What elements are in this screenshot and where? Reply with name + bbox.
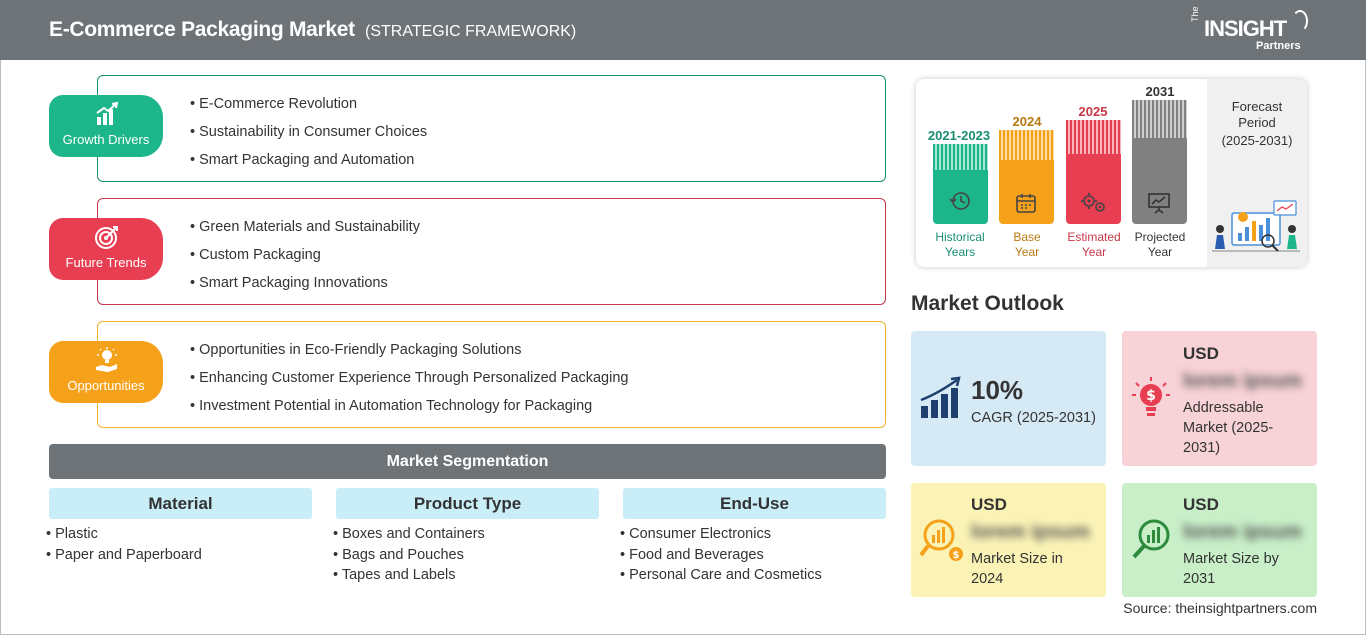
size2031-usd: USD <box>1183 495 1219 514</box>
list-item: • Investment Potential in Automation Tec… <box>190 398 593 414</box>
logo-arc-icon <box>1292 10 1308 32</box>
logo-partners: Partners <box>1256 40 1301 52</box>
logo-the: The <box>1190 6 1200 22</box>
dollar-magnifier-icon: $ <box>919 519 963 561</box>
target-icon <box>95 226 118 249</box>
timeline-year-base: 2024 <box>1012 114 1042 129</box>
forecast-period: (2025-2031) <box>1221 133 1293 148</box>
market-outlook-title: Market Outlook <box>911 292 1064 315</box>
future-trends-list: • Green Materials and Sustainability • C… <box>190 219 420 303</box>
logo-insight: INSIGHT <box>1204 16 1287 41</box>
chart-magnifier-icon <box>1132 519 1170 559</box>
list-item: • Boxes and Containers <box>333 526 485 542</box>
list-item: • Sustainability in Consumer Choices <box>190 124 428 140</box>
size2024-value: lorem ipsum <box>971 521 1090 543</box>
cagr-label: CAGR (2025-2031) <box>971 410 1096 426</box>
list-item: • Smart Packaging and Automation <box>190 152 415 168</box>
cagr-value: 10% <box>971 375 1024 405</box>
analytics-team-illustration-icon <box>1212 200 1300 252</box>
timeline-bar-historical <box>933 144 988 224</box>
size2024-usd: USD <box>971 495 1007 514</box>
growth-bar-chart-icon <box>920 376 961 418</box>
future-trends-badge: Future Trends <box>49 218 163 280</box>
segment-header: End-Use <box>623 488 886 519</box>
list-item: • Tapes and Labels <box>333 567 456 583</box>
list-item: • Enhancing Customer Experience Through … <box>190 370 629 386</box>
timeline-year-historical: 2021-2023 <box>927 128 991 143</box>
segment-product-type: Product Type • Boxes and Containers • Ba… <box>333 488 599 587</box>
insight-partners-logo[interactable]: The INSIGHT Partners <box>1190 6 1310 54</box>
segment-header: Material <box>49 488 312 519</box>
segment-end-use: End-Use • Consumer Electronics • Food an… <box>620 488 886 587</box>
growth-drivers-label: Growth Drivers <box>62 132 150 147</box>
page-subtitle: (STRATEGIC FRAMEWORK) <box>365 23 577 40</box>
source-credit: Source: theinsightpartners.com <box>1123 600 1317 616</box>
history-clock-icon <box>949 192 970 210</box>
svg-text:$: $ <box>1146 388 1156 404</box>
list-item: • E-Commerce Revolution <box>190 96 358 112</box>
opportunities-card: • Opportunities in Eco-Friendly Packagin… <box>97 321 886 428</box>
header-bar: E-Commerce Packaging Market (STRATEGIC F… <box>0 0 1366 60</box>
future-trends-card: • Green Materials and Sustainability • C… <box>97 198 886 305</box>
timeline-bar-estimated <box>1066 120 1121 224</box>
opportunities-badge: Opportunities <box>49 341 163 403</box>
cagr-card: 10% CAGR (2025-2031) <box>911 331 1106 466</box>
list-item: • Custom Packaging <box>190 247 321 263</box>
opportunities-label: Opportunities <box>67 378 145 393</box>
growth-chart-icon <box>96 101 119 125</box>
list-item: • Bags and Pouches <box>333 546 464 563</box>
calendar-icon <box>1016 194 1036 213</box>
list-item: • Plastic <box>46 526 98 542</box>
growth-drivers-badge: Growth Drivers <box>49 95 163 157</box>
idea-hand-icon <box>96 347 117 372</box>
page-title: E-Commerce Packaging Market <box>49 18 355 41</box>
timeline-bar-base <box>999 130 1054 224</box>
size2031-value: lorem ipsum <box>1183 521 1302 543</box>
list-item: • Consumer Electronics <box>620 526 771 542</box>
list-item: • Paper and Paperboard <box>46 546 202 563</box>
market-segmentation-bar: Market Segmentation <box>49 444 886 479</box>
dollar-bulb-icon: $ <box>1132 377 1170 416</box>
growth-drivers-card: • E-Commerce Revolution • Sustainability… <box>97 75 886 182</box>
timeline-year-projected: 2031 <box>1145 84 1175 99</box>
svg-text:$: $ <box>953 550 960 561</box>
timeline-year-estimated: 2025 <box>1078 104 1108 119</box>
list-item: • Opportunities in Eco-Friendly Packagin… <box>190 342 522 358</box>
list-item: • Personal Care and Cosmetics <box>620 567 822 583</box>
timeline-bar-projected <box>1132 100 1187 224</box>
list-item: • Smart Packaging Innovations <box>190 275 388 291</box>
future-trends-label: Future Trends <box>65 255 147 270</box>
list-item: • Green Materials and Sustainability <box>190 219 420 235</box>
segment-material: Material • Plastic • Paper and Paperboar… <box>46 488 312 566</box>
opportunities-list: • Opportunities in Eco-Friendly Packagin… <box>190 342 628 426</box>
segment-header: Product Type <box>336 488 599 519</box>
addressable-usd: USD <box>1183 344 1219 363</box>
growth-drivers-list: • E-Commerce Revolution • Sustainability… <box>190 96 427 180</box>
list-item: • Food and Beverages <box>620 546 764 563</box>
presentation-icon <box>1148 193 1170 214</box>
gears-icon <box>1081 193 1105 212</box>
addressable-value: lorem ipsum <box>1183 370 1302 392</box>
